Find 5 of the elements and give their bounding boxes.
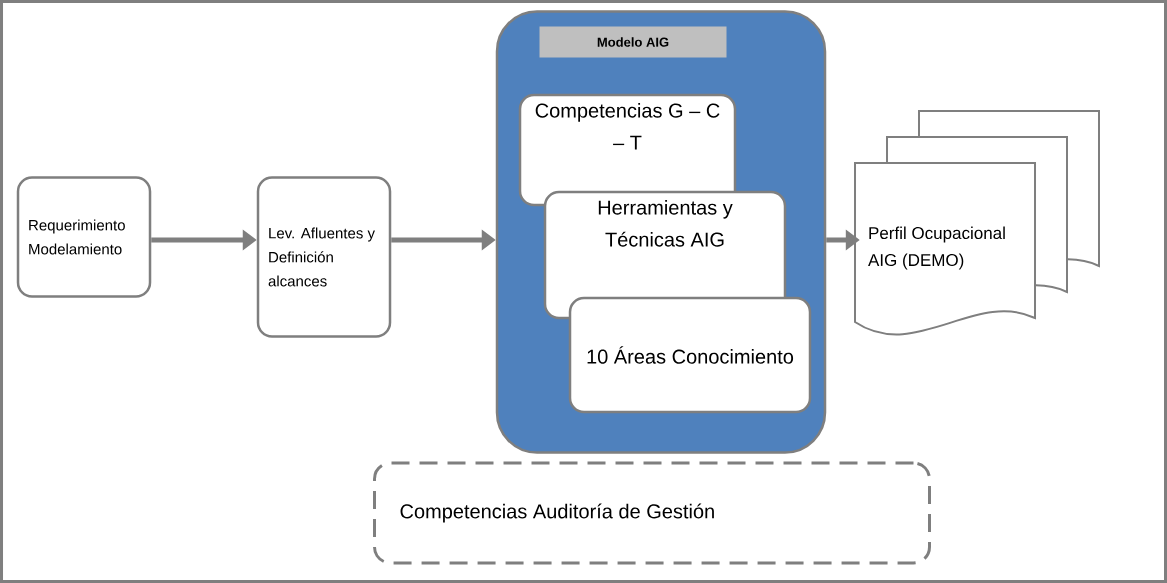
dashed-box: Competencias Auditoría de Gestión [373,461,931,565]
process-box: Lev. Afluentes y Definición alcances [256,176,392,338]
component-box: 10 Áreas Conocimiento [568,296,812,414]
process-box: Requerimiento Modelamiento [16,176,152,298]
document-stack: Perfil Ocupacional AIG (DEMO) [854,110,1100,336]
